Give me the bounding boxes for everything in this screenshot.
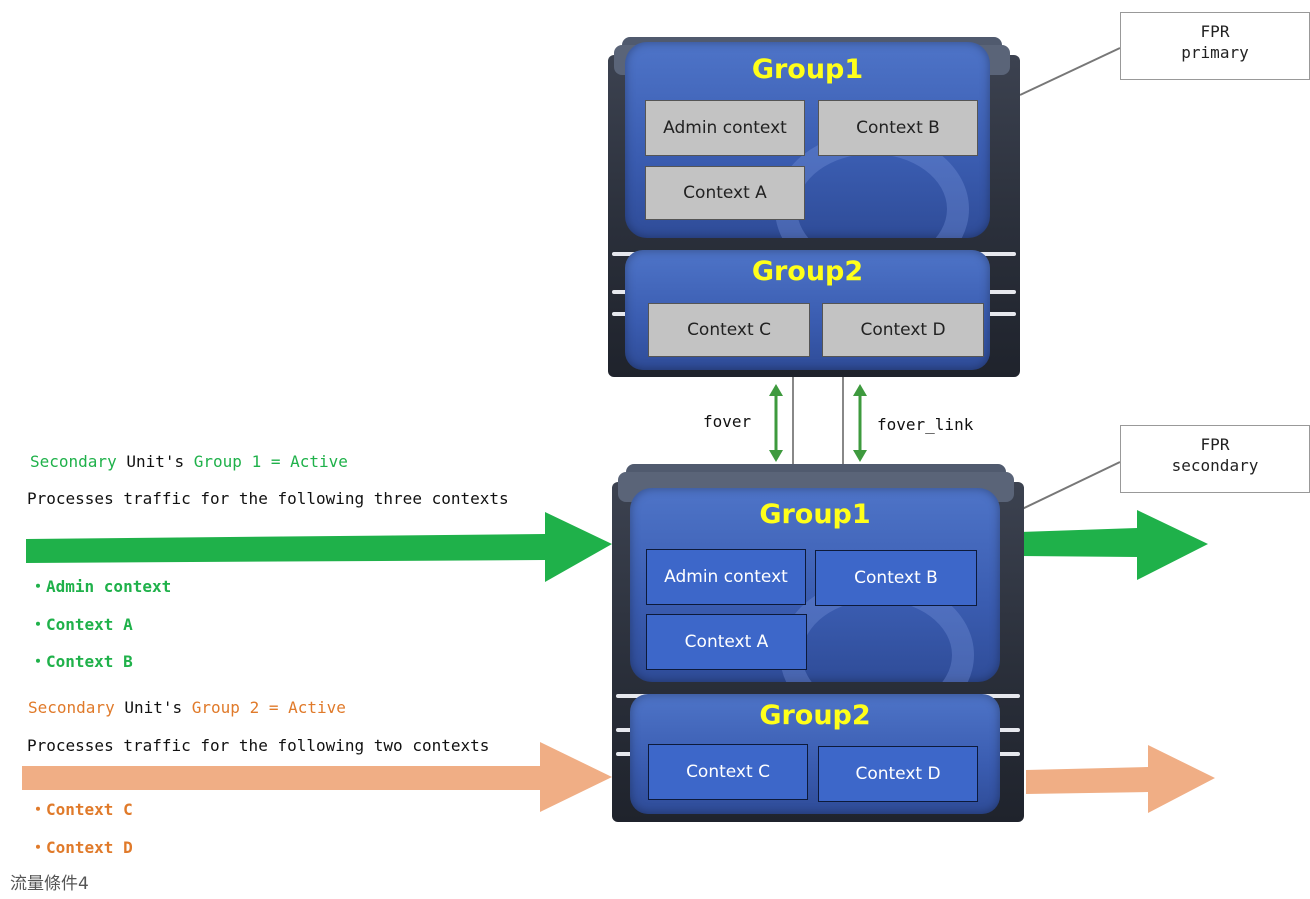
orange-inbound-arrow (22, 742, 612, 812)
context-box: Context C (648, 744, 808, 800)
green-outbound-arrow (1020, 510, 1208, 580)
fover-arrow (769, 384, 783, 462)
primary-group2-panel: Group2 Context C Context D (625, 250, 990, 370)
label-line: secondary (1171, 456, 1259, 475)
status-unit: Unit's (114, 698, 192, 717)
group1-context-item: ・Context A (30, 615, 133, 634)
group-title: Group2 (759, 700, 871, 731)
group1-context-item: ・Context B (30, 652, 133, 671)
context-box: Context D (822, 303, 984, 357)
fover-link-label: fover_link (877, 415, 974, 434)
group2-context-item: ・Context D (30, 838, 133, 857)
context-box: Context A (646, 614, 807, 670)
status-unit: Unit's (116, 452, 194, 471)
fover-label: fover (703, 412, 752, 431)
green-inbound-arrow (26, 512, 612, 582)
primary-label: FPR primary (1120, 12, 1310, 80)
fover-link-arrow (853, 384, 867, 462)
secondary-group2-panel: Group2 Context C Context D (630, 694, 1000, 814)
orange-outbound-arrow (1026, 745, 1215, 813)
group-title: Group1 (751, 54, 864, 85)
secondary-callout-line (1019, 461, 1121, 511)
group2-context-item: ・Context C (30, 800, 133, 819)
status-secondary: Secondary (30, 452, 117, 471)
context-box: Admin context (646, 549, 806, 605)
context-box: Context B (818, 100, 978, 156)
group1-context-item: ・Admin context (30, 577, 172, 596)
primary-callout-line (1019, 47, 1121, 96)
context-box: Context B (815, 550, 977, 606)
status-secondary: Secondary (28, 698, 115, 717)
primary-group1-panel: Group1 Admin context Context B Context A (625, 42, 990, 238)
group1-status: Secondary Unit's Group 1 = Active (30, 452, 348, 471)
group-title: Group2 (751, 256, 864, 287)
context-box: Context D (818, 746, 978, 802)
context-box: Admin context (645, 100, 805, 156)
label-line: FPR (1200, 22, 1230, 41)
group2-status: Secondary Unit's Group 2 = Active (28, 698, 346, 717)
label-line: FPR (1200, 435, 1230, 454)
status-active: Group 2 = Active (191, 698, 346, 717)
secondary-label: FPR secondary (1120, 425, 1310, 493)
context-box: Context A (645, 166, 805, 220)
secondary-group1-panel: Group1 Admin context Context B Context A (630, 488, 1000, 682)
label-line: primary (1181, 43, 1249, 62)
group2-description: Processes traffic for the following two … (27, 736, 490, 755)
group1-description: Processes traffic for the following thre… (27, 489, 509, 508)
group-title: Group1 (759, 499, 871, 530)
figure-caption: 流量條件4 (10, 874, 89, 894)
context-box: Context C (648, 303, 810, 357)
status-active: Group 1 = Active (193, 452, 348, 471)
